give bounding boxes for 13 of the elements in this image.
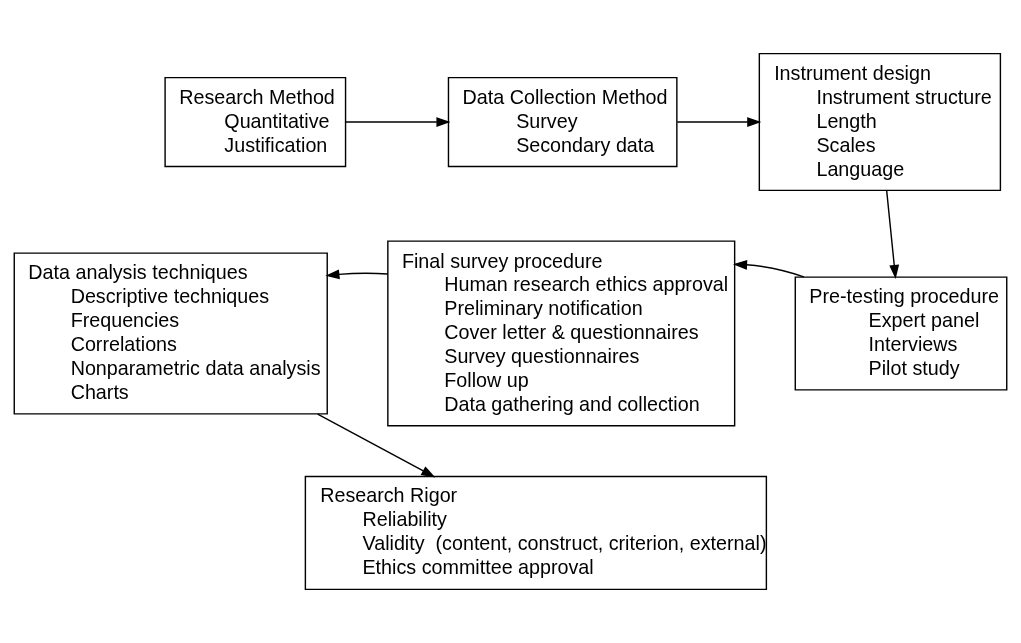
node-box: Pre-testing procedure Expert panel Interviews Pilot study xyxy=(794,276,1008,391)
node-box: Research Rigor Reliability Validity (content, construct, criterion, external) Ethics committee approval xyxy=(304,475,768,591)
node-box: Instrument design Instrument structure Length Scales Language xyxy=(758,52,1002,192)
node-box: Final survey procedure Human research ethics approval Preliminary notification Cover letter & questionnaires Survey questionnaires Follow up Data gathering and collection xyxy=(387,240,736,427)
node-box: Data Collection Method Survey Secondary data xyxy=(447,76,678,168)
node-box: Data analysis techniques Descriptive techniques Frequencies Correlations Nonparametric data analysis Charts xyxy=(13,252,328,415)
arrow xyxy=(732,259,805,278)
arrow xyxy=(885,189,900,279)
node-box: Research Method Quantitative Justification xyxy=(164,76,347,168)
arrow xyxy=(325,269,389,280)
arrow xyxy=(345,117,451,127)
arrow xyxy=(676,117,762,127)
arrow xyxy=(316,413,436,478)
